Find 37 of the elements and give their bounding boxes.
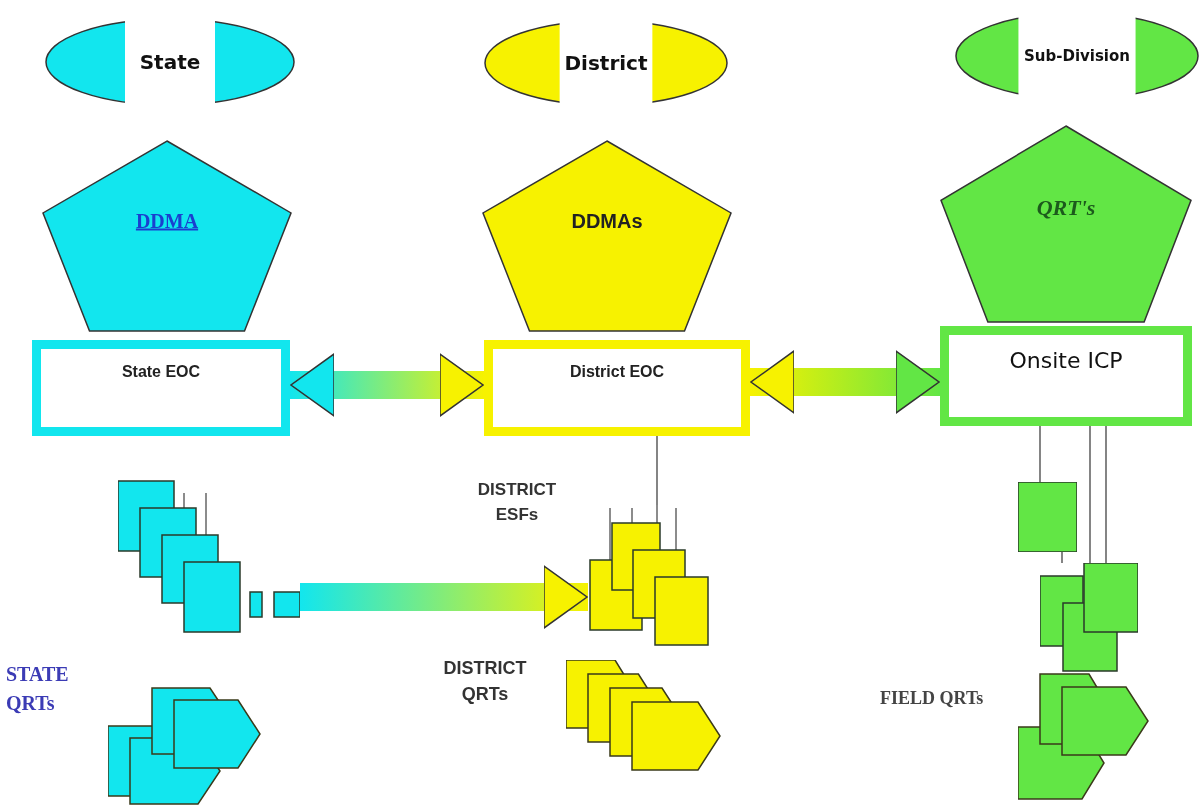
- node-label: District EOC: [569, 363, 665, 382]
- tag-stack: [108, 686, 262, 806]
- node-label: District: [564, 51, 648, 75]
- block-arrow: [290, 353, 484, 417]
- pentagon-shape: [42, 140, 292, 332]
- level-ellipse: [484, 20, 728, 106]
- pentagon-shape: [482, 140, 732, 332]
- document-stack: [118, 480, 300, 633]
- eoc-frame: [32, 340, 290, 436]
- node-label: Sub-Division: [1024, 47, 1130, 65]
- document-stack: [588, 505, 712, 646]
- level-ellipse: [955, 12, 1199, 100]
- node-label: State EOC: [121, 363, 201, 382]
- node-label: DDMAs: [571, 209, 643, 233]
- node-caption: DISTRICT QRTs: [442, 657, 528, 707]
- node-caption: FIELD QRTs: [880, 687, 985, 710]
- node-label: DDMA: [135, 209, 199, 233]
- node-label: Onsite ICP: [1009, 347, 1123, 373]
- connector-line: [1061, 551, 1063, 564]
- node-label: State: [139, 50, 201, 74]
- level-ellipse: [45, 18, 295, 106]
- eoc-frame: [940, 326, 1192, 426]
- pentagon-shape: [940, 125, 1192, 323]
- block-arrow: [300, 565, 588, 629]
- connector-line: [1039, 425, 1041, 483]
- block-arrow: [750, 350, 940, 414]
- connector-line: [1105, 425, 1107, 564]
- document-stack: [1018, 482, 1077, 552]
- tag-stack: [1018, 672, 1150, 800]
- node-caption: STATE QRTs: [6, 662, 70, 716]
- eoc-frame: [484, 340, 750, 436]
- connector-line: [656, 435, 658, 506]
- connector-line: [1089, 425, 1091, 564]
- document-stack: [1040, 563, 1138, 672]
- tag-stack: [566, 660, 722, 772]
- node-label: QRT's: [1036, 195, 1096, 222]
- node-caption: DISTRICT ESFs: [476, 479, 558, 526]
